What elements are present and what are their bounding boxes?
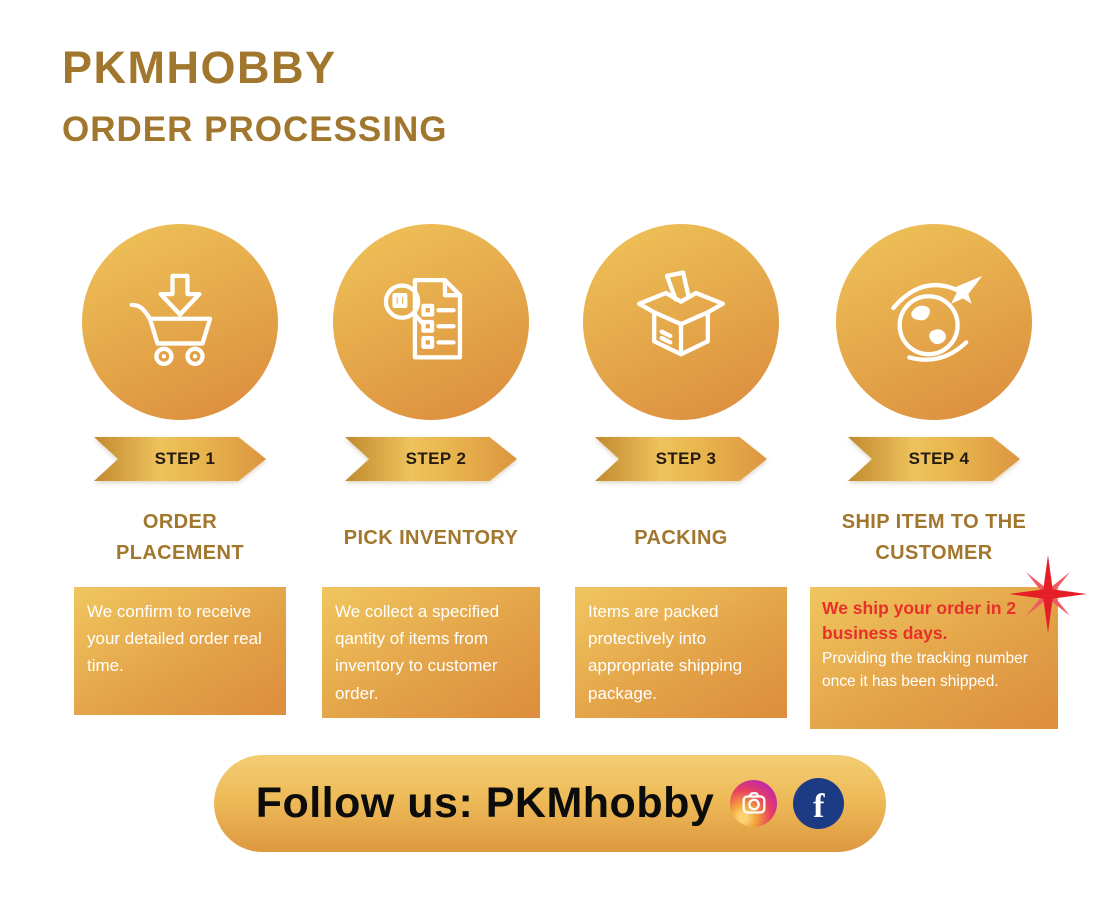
process-steps: STEP 1 ORDER PLACEMENT We confirm to rec…: [55, 224, 1100, 729]
facebook-f-glyph: f: [813, 787, 825, 825]
pick-list-icon: [383, 278, 463, 360]
step-heading-3: PACKING: [634, 526, 728, 549]
step-column-packing: STEP 3 PACKING Items are packed protecti…: [557, 224, 805, 729]
step-ribbon-label: STEP 3: [655, 449, 717, 468]
tracking-note: Providing the tracking number once it ha…: [822, 650, 1028, 691]
step-ribbon-2: STEP 2: [345, 437, 517, 481]
order-placement-badge: [82, 224, 278, 420]
footer: Follow us: PKMhobby f: [0, 755, 1100, 852]
step-column-ship-item: STEP 4 SHIP ITEM TO THE CUSTOMER We ship…: [805, 224, 1087, 729]
step-heading-2: PICK INVENTORY: [343, 526, 519, 549]
pick-inventory-badge: [333, 224, 529, 420]
ship-time-highlight: We ship your order in 2 business days.: [822, 598, 1017, 643]
header: PKMHOBBY ORDER PROCESSING: [0, 0, 1100, 150]
follow-banner: Follow us: PKMhobby f: [213, 755, 887, 852]
step-description-2: We collect a specified qantity of items …: [322, 587, 540, 718]
globe-plane-icon: [891, 275, 983, 362]
step-column-pick-inventory: STEP 2 PICK INVENTORY We collect a speci…: [305, 224, 557, 729]
page-title: ORDER PROCESSING: [62, 110, 448, 149]
step-ribbon-label: STEP 1: [154, 449, 216, 468]
step-ribbon-4: STEP 4: [848, 437, 1020, 481]
step-description-3: Items are packed protectively into appro…: [575, 587, 787, 718]
step-column-order-placement: STEP 1 ORDER PLACEMENT We confirm to rec…: [55, 224, 305, 729]
step-ribbon-1: STEP 1: [94, 437, 266, 481]
step-heading-1: ORDER PLACEMENT: [115, 511, 245, 564]
step-description-4: We ship your order in 2 business days. P…: [810, 587, 1058, 729]
step-description-1: We confirm to receive your detailed orde…: [74, 587, 286, 715]
packing-badge: [583, 224, 779, 420]
cart-download-icon: [129, 273, 213, 366]
packing-box-icon: [637, 270, 725, 357]
facebook-icon[interactable]: f: [793, 778, 845, 829]
brand-title: PKMHOBBY: [62, 42, 337, 93]
step-heading-4: SHIP ITEM TO THE CUSTOMER: [841, 511, 1027, 564]
ship-item-badge: [836, 224, 1032, 420]
follow-label: Follow us: PKMhobby: [255, 779, 715, 827]
instagram-icon[interactable]: [730, 780, 778, 827]
step-ribbon-label: STEP 2: [405, 449, 467, 468]
step-ribbon-label: STEP 4: [908, 449, 970, 468]
step-ribbon-3: STEP 3: [595, 437, 767, 481]
